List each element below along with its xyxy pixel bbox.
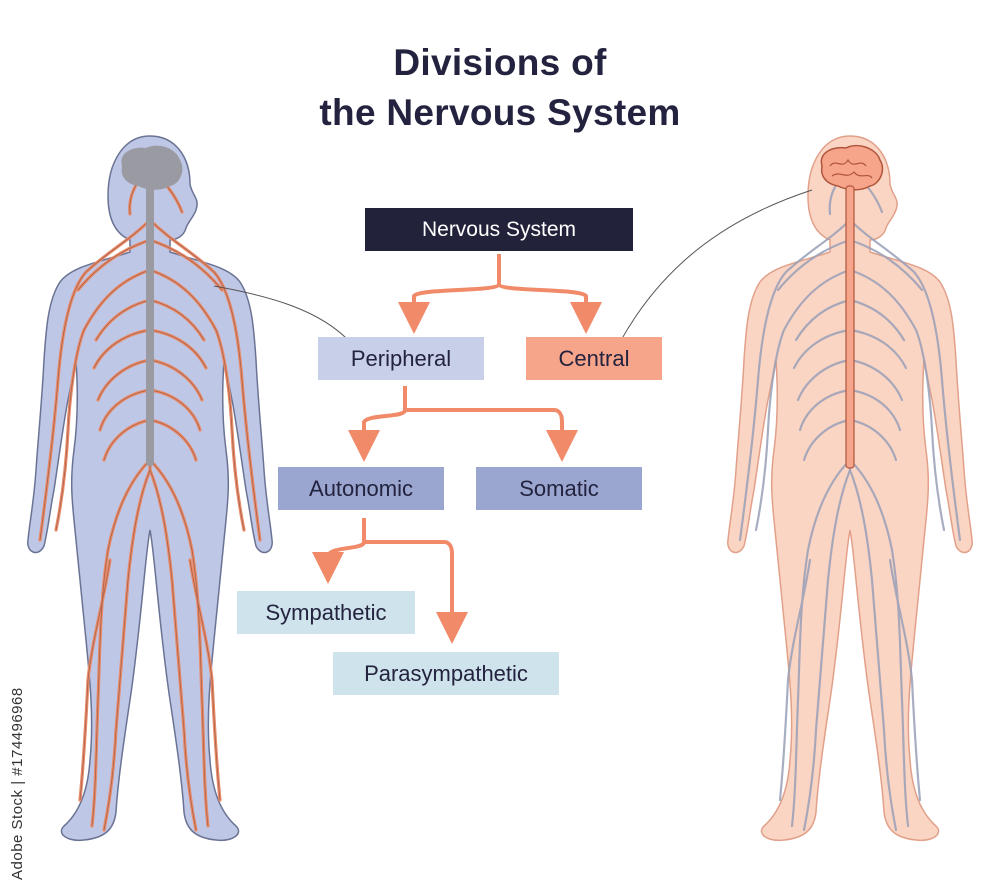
node-parasympathetic: Parasympathetic (333, 652, 559, 695)
node-peripheral: Peripheral (318, 337, 484, 380)
arrow-to-somatic (405, 408, 578, 462)
title-line-1: Divisions of (393, 42, 607, 83)
stock-watermark: Adobe Stock | #174496968 (9, 687, 26, 880)
node-somatic: Somatic (476, 467, 642, 510)
arrow-to-sympathetic (312, 541, 366, 584)
node-autonomic: Autonomic (278, 467, 444, 510)
node-nervous-system: Nervous System (365, 208, 633, 251)
leader-line-central (619, 189, 813, 343)
arrow-to-parasympathetic (364, 540, 468, 644)
title-line-2: the Nervous System (319, 92, 681, 133)
node-sympathetic: Sympathetic (237, 591, 415, 634)
right-brain-icon (820, 144, 884, 191)
arrow-to-peripheral (398, 282, 501, 334)
arrow-to-central (497, 282, 602, 334)
right-spine (845, 185, 855, 469)
arrow-to-autonomic (348, 408, 407, 462)
left-figure-peripheral (27, 135, 273, 842)
right-figure-central (727, 135, 973, 842)
left-brain-icon (121, 145, 183, 190)
diagram-title: Divisions of the Nervous System (250, 38, 750, 138)
node-central: Central (526, 337, 662, 380)
left-spine (146, 186, 154, 466)
leader-line-peripheral (213, 285, 351, 343)
